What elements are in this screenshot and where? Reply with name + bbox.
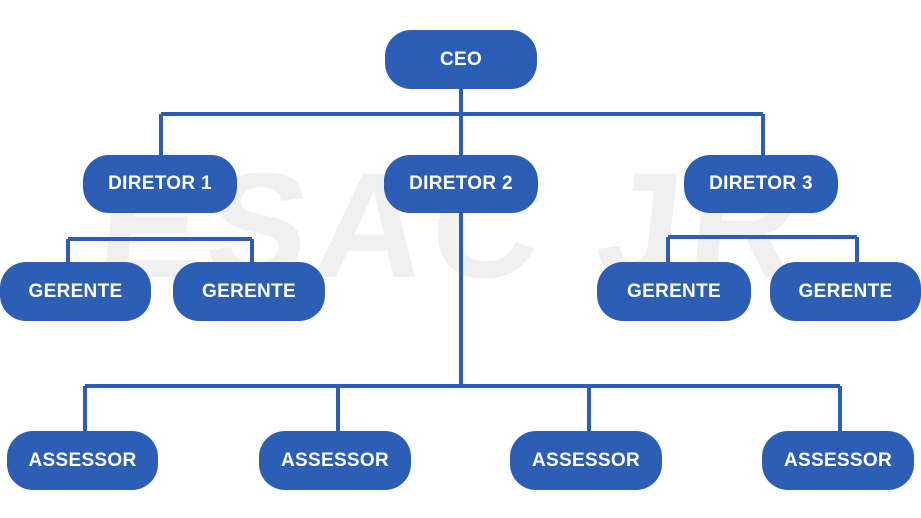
manager-box-2: GERENTE <box>173 262 325 321</box>
director-1-box: DIRETOR 1 <box>83 155 237 213</box>
director-3-box: DIRETOR 3 <box>684 155 838 213</box>
manager-box-1: GERENTE <box>0 262 151 321</box>
director-2-box: DIRETOR 2 <box>384 155 538 213</box>
manager-box-4: GERENTE <box>770 262 921 321</box>
ceo-box: CEO <box>385 30 537 89</box>
advisor-box-3: ASSESSOR <box>510 431 662 490</box>
manager-box-3: GERENTE <box>597 262 751 321</box>
advisor-box-1: ASSESSOR <box>7 431 158 490</box>
advisor-box-2: ASSESSOR <box>259 431 411 490</box>
advisor-box-4: ASSESSOR <box>762 431 914 490</box>
